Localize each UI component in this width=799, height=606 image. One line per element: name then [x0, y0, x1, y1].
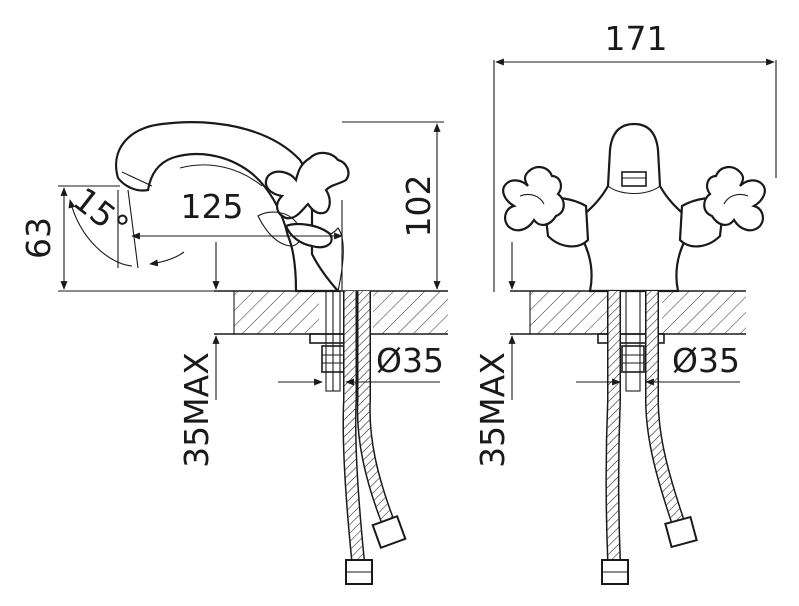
dim-hole-diameter-right: Ø35 — [576, 341, 740, 386]
dim-swivel-angle: 15° — [66, 180, 185, 269]
dim-hole-diameter-left: Ø35 — [278, 341, 444, 386]
dim-max-thickness-right-label: 35MAX — [473, 352, 512, 468]
hoses-left — [342, 291, 407, 585]
dim-max-thickness-left: 35MAX — [177, 242, 220, 468]
dim-width-total-label: 171 — [605, 19, 668, 58]
mounting-stud-right — [597, 290, 665, 392]
mounting-stud-left — [309, 290, 363, 392]
dim-width-total: 171 — [493, 19, 777, 292]
dim-spout-height: 63 — [19, 185, 214, 292]
dim-hole-diameter-left-label: Ø35 — [376, 341, 444, 380]
countertop-right — [510, 290, 746, 335]
dim-spout-reach-label: 125 — [181, 187, 244, 226]
faucet-body-side — [115, 121, 350, 293]
dim-hole-diameter-right-label: Ø35 — [672, 341, 740, 380]
dim-max-thickness-left-label: 35MAX — [177, 352, 216, 468]
hoses-right — [601, 291, 698, 585]
side-view: 102 125 63 15° 35MAX — [19, 121, 448, 585]
faucet-body-front — [502, 122, 766, 293]
front-view: 171 35MAX Ø35 — [473, 19, 777, 585]
dim-height-total-label: 102 — [399, 175, 438, 238]
dim-max-thickness-right: 35MAX — [473, 242, 516, 468]
dim-spout-height-label: 63 — [19, 217, 58, 259]
countertop-left — [214, 290, 448, 335]
dim-height-total: 102 — [342, 121, 444, 290]
dim-swivel-angle-label: 15° — [66, 180, 136, 247]
dim-spout-reach: 125 — [131, 187, 343, 291]
